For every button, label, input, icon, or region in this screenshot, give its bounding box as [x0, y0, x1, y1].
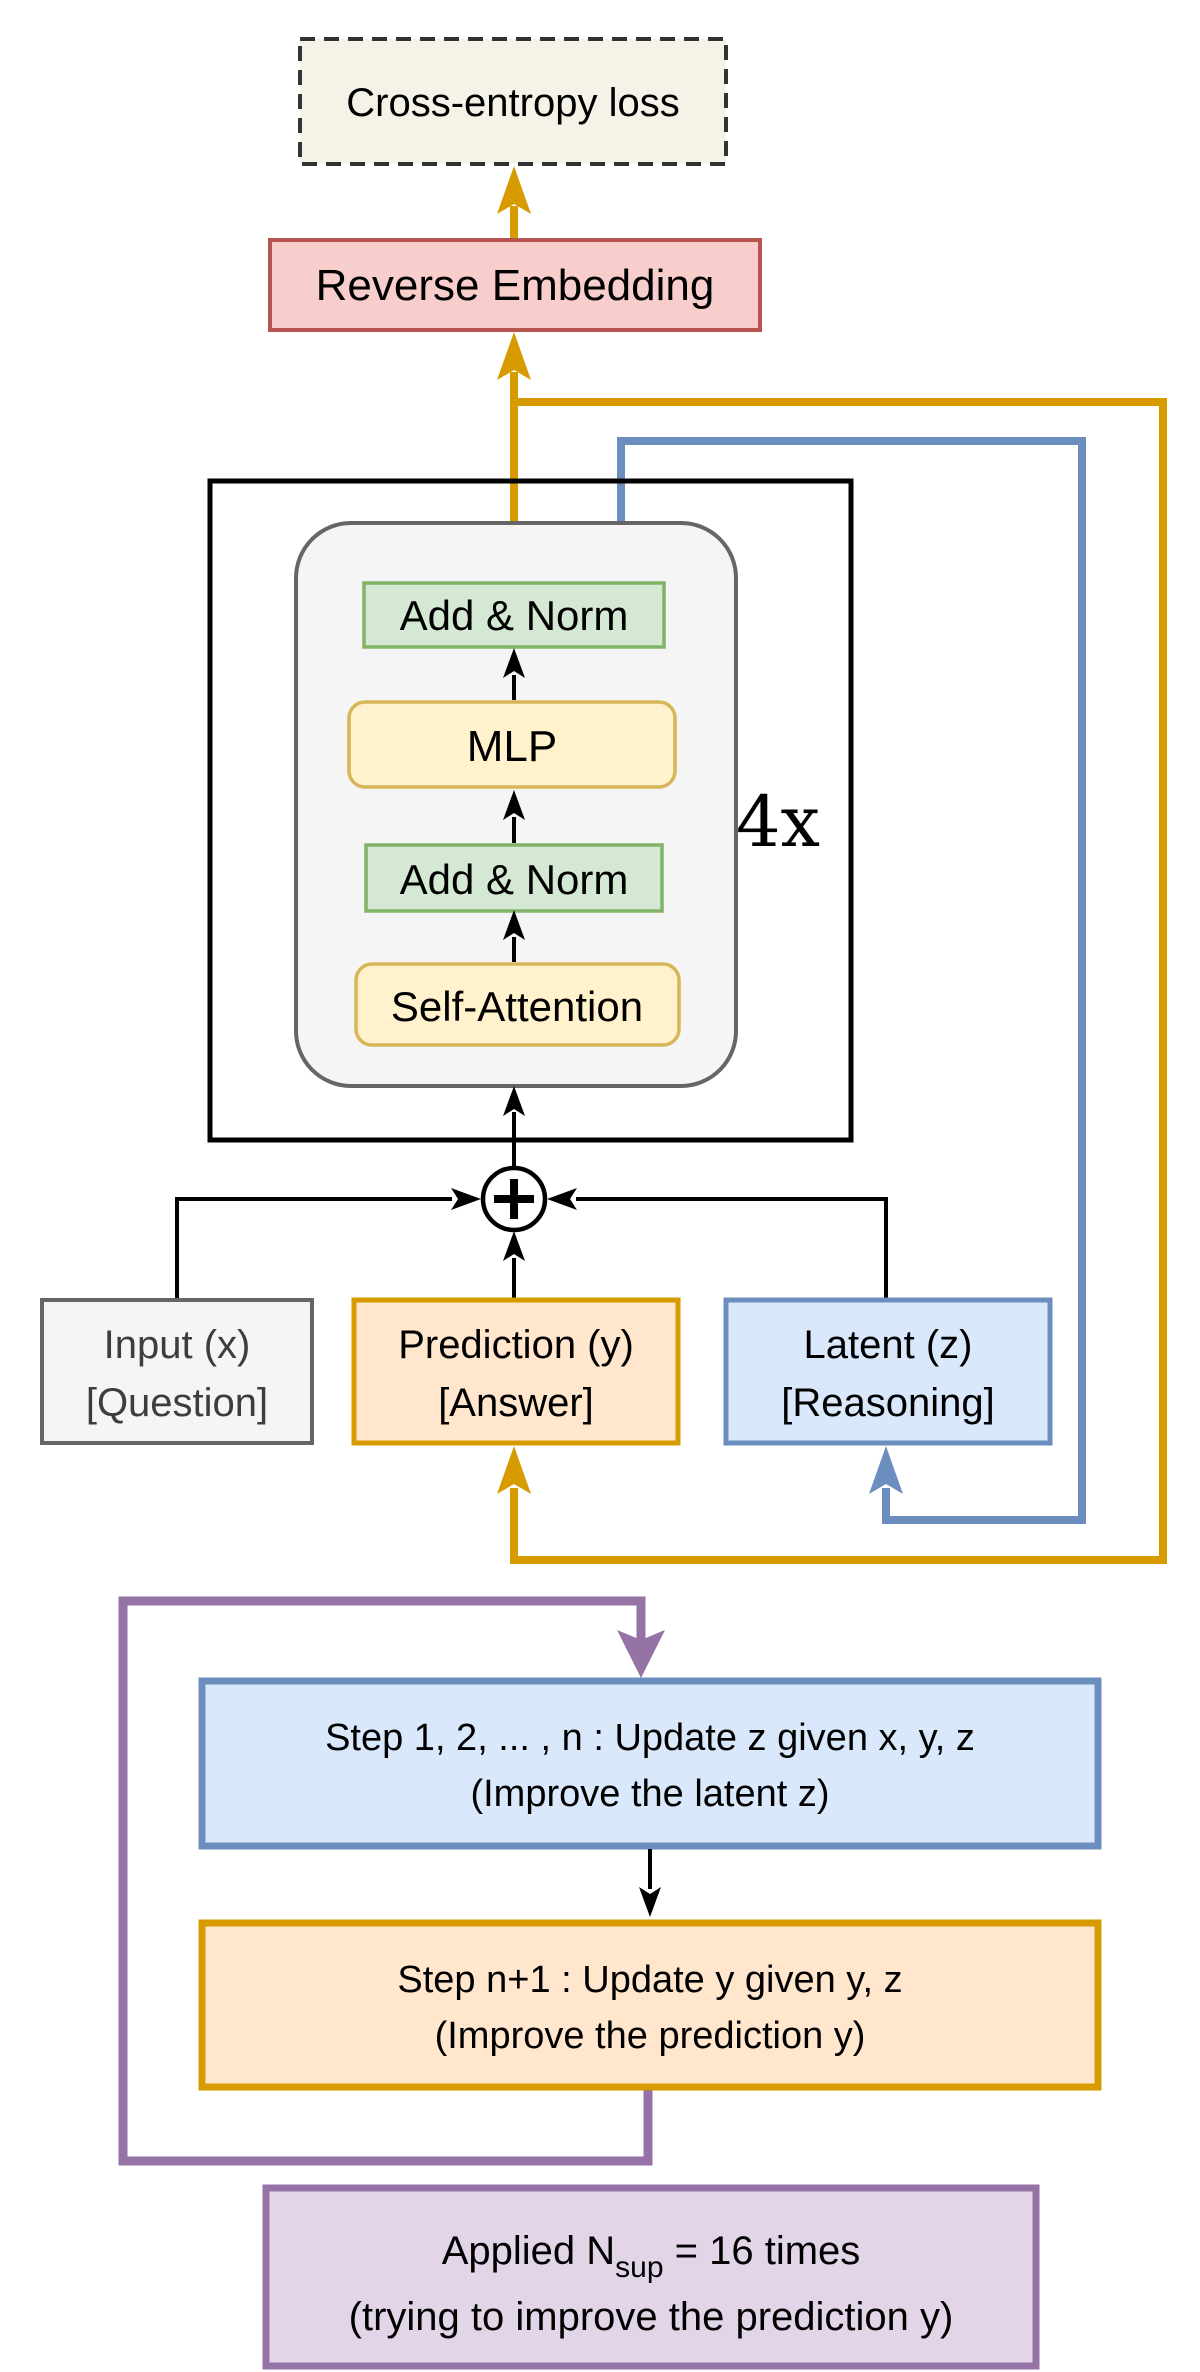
add-norm-bottom-box: Add & Norm: [364, 843, 664, 913]
input-border: [40, 1298, 314, 1445]
add-norm-top-label: Add & Norm: [400, 592, 629, 639]
update-y-box: Step n+1 : Update y given y, z (Improve …: [198, 1919, 1102, 2091]
self-attention-label: Self-Attention: [391, 983, 643, 1030]
reverse-embedding-label: Reverse Embedding: [316, 261, 715, 310]
applied-prefix: Applied N: [442, 2229, 615, 2273]
update-y-line1: Step n+1 : Update y given y, z: [397, 1959, 902, 2001]
latent-label-line1: Latent (z): [804, 1323, 973, 1367]
applied-times-line2: (trying to improve the prediction y): [349, 2295, 954, 2339]
add-norm-top-border: [362, 581, 666, 649]
gold-arrowhead-icon: [497, 1446, 531, 1494]
applied-subscript: sup: [615, 2251, 663, 2284]
blue-arrowhead-icon: [869, 1446, 903, 1494]
sum-plus-node: [480, 1165, 548, 1233]
prediction-label-line1: Prediction (y): [398, 1323, 634, 1367]
mlp-border: [347, 700, 677, 789]
arrow-addnorm2-to-mlp: [503, 790, 525, 843]
latent-label-line2: [Reasoning]: [781, 1381, 994, 1425]
add-norm-top-box: Add & Norm: [362, 581, 666, 649]
black-arrowhead-icon: [503, 648, 525, 678]
mlp-box: MLP: [347, 700, 677, 789]
black-arrowhead-icon: [503, 790, 525, 820]
black-arrowhead-icon: [503, 910, 525, 940]
purple-loop-path: [118, 1596, 653, 2166]
purple-loop-arrow: [118, 1596, 665, 2166]
arrow-mlp-to-addnorm: [503, 648, 525, 700]
arrow-path: [576, 1197, 888, 1300]
arrow-input-to-sum: [175, 1188, 481, 1300]
update-z-line1: Step 1, 2, ... , n : Update z given x, y…: [325, 1717, 975, 1759]
update-z-line2: (Improve the latent z): [470, 1773, 829, 1815]
blue-feedback-path: [617, 437, 1086, 1524]
prediction-label-line2: [Answer]: [438, 1381, 594, 1425]
latent-border: [723, 1297, 1053, 1446]
reverse-embedding-border: [268, 238, 762, 332]
arrow-sum-to-transformer: [503, 1086, 525, 1166]
repeat-4x-label: 4x: [736, 781, 820, 863]
gold-output-arrow: [497, 332, 531, 523]
purple-arrowhead-icon: [617, 1630, 665, 1678]
prediction-box: Prediction (y) [Answer]: [351, 1297, 681, 1446]
self-attention-border: [354, 962, 681, 1047]
applied-times-line1: Applied Nsup = 16 times: [442, 2229, 861, 2284]
black-arrowhead-icon: [451, 1188, 481, 1210]
update-y-line2: (Improve the prediction y): [435, 2015, 866, 2057]
add-norm-bottom-label: Add & Norm: [400, 856, 629, 903]
prediction-border: [351, 1297, 681, 1446]
gold-feedback-path: [510, 398, 1167, 1564]
update-z-border: [198, 1677, 1102, 1850]
input-label-line1: Input (x): [104, 1323, 251, 1367]
arrow-updatez-to-updatey: [639, 1849, 661, 1917]
black-arrowhead-icon: [547, 1188, 577, 1210]
input-label-line2: [Question]: [86, 1381, 268, 1425]
gold-feedback-loop: [497, 398, 1167, 1564]
latent-box: Latent (z) [Reasoning]: [723, 1297, 1053, 1446]
update-y-border: [198, 1919, 1102, 2091]
transformer-block: Add & Norm MLP Add & Norm Self-Attention…: [207, 478, 854, 1143]
black-arrowhead-icon: [639, 1887, 661, 1917]
arrow-prediction-to-sum: [503, 1231, 525, 1300]
gold-arrowhead-icon: [497, 332, 531, 380]
arrow-latent-to-sum: [547, 1188, 888, 1300]
applied-suffix: = 16 times: [664, 2229, 861, 2273]
update-z-box: Step 1, 2, ... , n : Update z given x, y…: [198, 1677, 1102, 1850]
black-arrowhead-icon: [503, 1086, 525, 1116]
input-box: Input (x) [Question]: [40, 1298, 314, 1445]
mlp-label: MLP: [467, 722, 557, 771]
arrow-path: [175, 1197, 452, 1300]
reverse-embedding-box: Reverse Embedding: [268, 238, 762, 332]
blue-feedback-loop: [617, 437, 1086, 1524]
cross-entropy-loss-label: Cross-entropy loss: [346, 81, 679, 125]
applied-times-box: Applied Nsup = 16 times (trying to impro…: [262, 2184, 1040, 2370]
gold-arrowhead-icon: [497, 166, 531, 214]
self-attention-box: Self-Attention: [354, 962, 681, 1047]
gold-loss-arrow: [497, 166, 531, 240]
cross-entropy-loss-border: [298, 37, 728, 166]
arrow-selfatt-to-addnorm2: [503, 910, 525, 962]
black-arrowhead-icon: [503, 1231, 525, 1261]
transformer-outer-border: [207, 478, 854, 1143]
applied-times-border: [262, 2184, 1040, 2370]
cross-entropy-loss-box: Cross-entropy loss: [298, 37, 728, 166]
